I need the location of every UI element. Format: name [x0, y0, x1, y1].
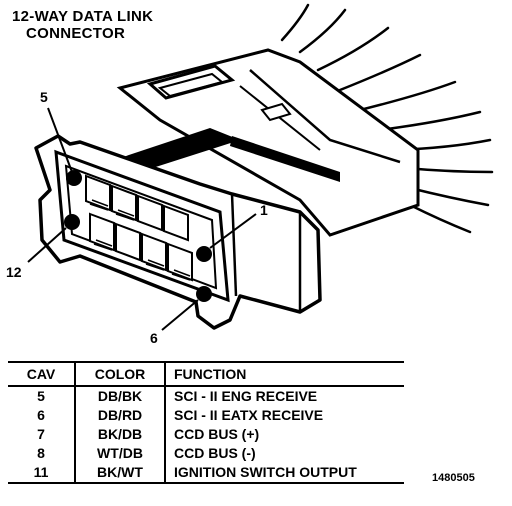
cavity-grid — [85, 174, 193, 282]
rear-stripe — [230, 136, 340, 182]
cell-function: CCD BUS (-) — [174, 445, 256, 461]
leader-6 — [161, 299, 199, 331]
leader-lines — [27, 107, 257, 331]
leader-12 — [27, 227, 67, 263]
cavity — [141, 232, 167, 272]
terminal-5 — [66, 170, 82, 186]
cell-cav: 11 — [8, 463, 76, 484]
face-inner — [64, 164, 218, 290]
callout-5: 5 — [40, 89, 48, 105]
table-row: 7 BK/DB CCD BUS (+) — [8, 425, 404, 444]
cell-function: CCD BUS (+) — [174, 426, 260, 442]
leader-5 — [47, 107, 73, 173]
cavity — [167, 242, 193, 282]
callout-12: 12 — [6, 264, 22, 280]
part-number: 1480505 — [432, 472, 475, 484]
cell-color: DB/RD — [75, 406, 166, 425]
header-cav: CAV — [8, 361, 76, 387]
terminals — [64, 170, 212, 302]
rear-slot — [260, 102, 292, 122]
title-line-2: CONNECTOR — [26, 25, 126, 42]
leader-1 — [209, 213, 257, 249]
latch-inner — [157, 72, 225, 98]
wire — [408, 203, 472, 234]
shroud-edge — [230, 193, 238, 297]
pinout-table: CAV COLOR FUNCTION 5 DB/BK SCI - II ENG … — [8, 361, 404, 484]
callout-6: 6 — [150, 330, 158, 346]
table-row: 8 WT/DB CCD BUS (-) — [8, 444, 404, 463]
terminal-6 — [196, 286, 212, 302]
table-row: 6 DB/RD SCI - II EATX RECEIVE — [8, 406, 404, 425]
cell-function: IGNITION SWITCH OUTPUT — [165, 463, 404, 484]
cell-cav: 8 — [8, 444, 76, 463]
wire — [338, 53, 422, 92]
cell-cav: 6 — [8, 406, 76, 425]
table-row: 11 BK/WT IGNITION SWITCH OUTPUT — [8, 463, 404, 484]
cell-color: WT/DB — [75, 444, 166, 463]
title-line-1: 12-WAY DATA LINK — [12, 8, 154, 25]
cell-color: BK/DB — [75, 425, 166, 444]
callout-1: 1 — [260, 202, 268, 218]
terminal-12 — [64, 214, 80, 230]
cavity — [115, 222, 141, 262]
terminal-1 — [196, 246, 212, 262]
cell-cav: 7 — [8, 425, 76, 444]
wire — [316, 26, 390, 72]
cavity — [163, 204, 189, 242]
cavity — [85, 174, 111, 212]
cavity-hatching — [89, 199, 191, 281]
cell-function: SCI - II EATX RECEIVE — [174, 407, 324, 423]
wire — [358, 80, 457, 112]
cavity — [89, 212, 115, 252]
diagram-title: 12-WAY DATA LINK CONNECTOR — [12, 8, 153, 42]
rear-rib — [249, 69, 401, 164]
cavity — [137, 194, 163, 232]
cell-color: DB/BK — [75, 386, 166, 406]
wire — [378, 110, 482, 132]
cell-cav: 5 — [8, 386, 76, 406]
table-header-row: CAV COLOR FUNCTION — [8, 361, 404, 387]
rear-stripe — [120, 128, 240, 172]
connector-drawing — [27, 3, 494, 331]
cell-function: SCI - II ENG RECEIVE — [174, 388, 318, 404]
header-function: FUNCTION — [165, 361, 404, 387]
wire — [298, 8, 347, 54]
cavity — [111, 184, 137, 222]
wire — [280, 3, 310, 42]
wire — [408, 186, 490, 207]
cell-color: BK/WT — [75, 463, 166, 484]
header-color: COLOR — [75, 361, 166, 387]
table-row: 5 DB/BK SCI - II ENG RECEIVE — [8, 386, 404, 406]
